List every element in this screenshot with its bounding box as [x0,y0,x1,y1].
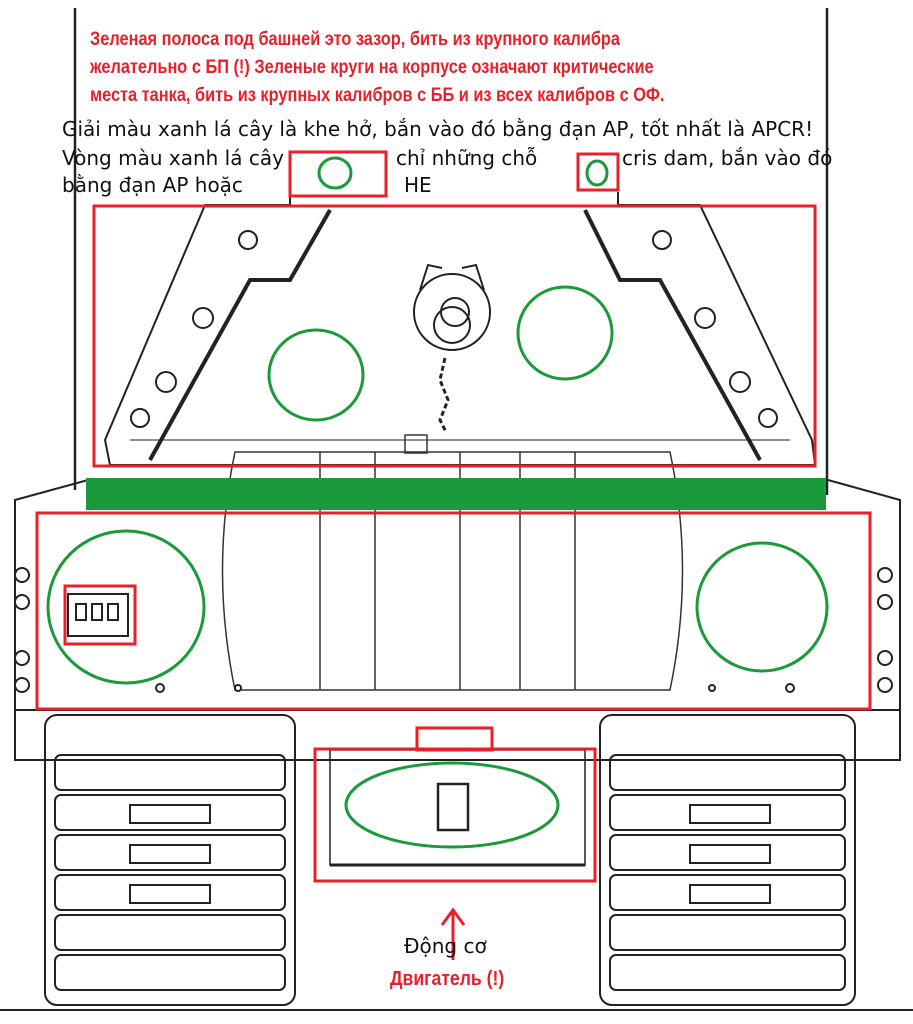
box-superstructure [92,204,817,468]
superstructure-outline [103,192,817,466]
rear-hatch [413,263,491,433]
box-engine [313,747,597,883]
weak-spot-superstructure-right [516,285,614,381]
weak-spot-hull-right [695,541,829,673]
vietnamese-line-1: Giải màu xanh lá cây là khe hở, bắn vào … [62,117,814,141]
highlight-boxes [35,150,872,883]
tow-hook [67,593,129,637]
engine-label-vi: Động cơ [404,934,487,958]
weak-spot-circles [46,156,829,849]
superstructure-rivets [130,230,778,428]
weak-spot-hull-left [46,529,206,685]
engine-arrow-icon [440,907,466,960]
engine-label-ru: Двигатель (!) [390,968,505,990]
russian-line-2: желательно с БП (!) Зеленые круги на кор… [90,57,654,78]
hull-outline [14,479,901,761]
weak-spot-engine [344,761,560,849]
box-tow-hook [63,584,137,646]
vietnamese-line-2b: chỉ những chỗ [396,146,538,170]
vietnamese-line-2c: cris dam, bắn vào đó [622,146,833,170]
turret-gap-band [86,478,826,510]
box-hull-rear [35,511,872,711]
vietnamese-line-2a: Vòng màu xanh lá cây [62,146,284,170]
track-right [599,714,856,1006]
rear-cylinder [221,434,684,691]
russian-line-1: Зеленая полоса под башней это зазор, бит… [90,29,621,50]
russian-annotation: Зеленая полоса под башней это зазор, бит… [90,26,778,110]
russian-line-3: места танка, бить из крупных калибров с … [90,85,665,106]
vietnamese-line-3a: bằng đạn AP hoặc [62,173,243,197]
weak-spot-superstructure-left [267,328,365,422]
track-left [44,714,296,1006]
weak-spot-legend-small [585,159,609,187]
box-engine-hatch [415,726,494,752]
vietnamese-line-3b: HE [404,173,432,197]
box-legend-small [576,152,620,192]
hull-bolts [14,567,893,693]
box-legend-circle [288,150,388,198]
antennas [73,8,829,495]
weak-spot-legend-circle [317,156,353,190]
